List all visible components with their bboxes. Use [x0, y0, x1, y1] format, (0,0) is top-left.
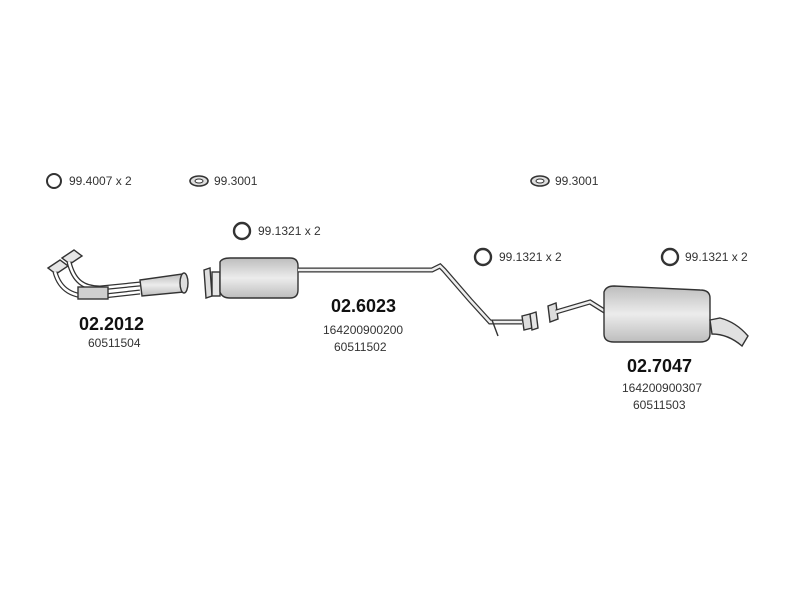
part-reference: 164200900307 — [622, 381, 703, 395]
accessory-code: 99.3001 — [214, 174, 258, 188]
ring-icon — [46, 173, 62, 189]
front-pipe-drawing — [46, 249, 189, 300]
hanger-icon — [189, 175, 209, 187]
rear-silencer-drawing — [547, 285, 749, 348]
ring-icon — [660, 247, 680, 267]
accessory-code: 99.1321 x 2 — [258, 224, 321, 238]
ring-icon — [232, 221, 252, 241]
ring-icon — [473, 247, 493, 267]
accessory-code: 99.4007 x 2 — [69, 174, 132, 188]
part-reference: 60511504 — [88, 336, 141, 350]
part-reference: 60511502 — [334, 340, 387, 354]
part-number: 02.7047 — [627, 356, 693, 376]
accessory-code: 99.3001 — [555, 174, 599, 188]
accessory-code: 99.1321 x 2 — [499, 250, 562, 264]
hanger-icon — [530, 175, 550, 187]
accessory-code: 99.1321 x 2 — [685, 250, 748, 264]
part-reference: 164200900200 — [323, 323, 404, 337]
part-reference: 60511503 — [633, 398, 686, 412]
part-number: 02.6023 — [331, 296, 397, 316]
middle-silencer-drawing — [203, 257, 539, 337]
part-number: 02.2012 — [79, 314, 145, 334]
